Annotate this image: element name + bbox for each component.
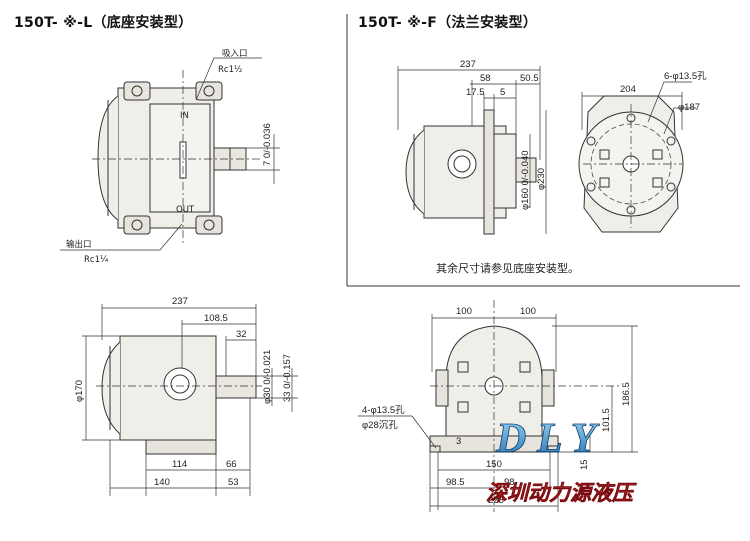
- brand-watermark: D L Y: [495, 416, 600, 462]
- dim-foot-140: 140: [154, 477, 170, 488]
- dim-flange-width-204: 204: [620, 84, 636, 95]
- dim-flange-50-5: 50.5: [520, 73, 539, 84]
- company-watermark: 深圳动力源液压: [486, 480, 637, 505]
- dim-half-width-right: 100: [520, 306, 536, 317]
- dim-98-hidden: 98: [504, 477, 515, 488]
- inlet-thread-label: Rc1½: [218, 65, 242, 75]
- dim-flange-17-5: 17.5: [466, 87, 485, 98]
- section-frame: [346, 14, 740, 287]
- inlet-label: 吸入口: [222, 49, 248, 59]
- outlet-thread-label: Rc1¼: [84, 255, 108, 265]
- dim-side-108-5: 108.5: [204, 313, 228, 324]
- foot-holes-label: 4-φ13.5孔: [362, 405, 405, 416]
- dim-foot-114: 114: [172, 459, 187, 470]
- foot-mount-title: 150T- ※-L（底座安装型）: [14, 15, 193, 31]
- reference-note: 其余尺寸请参见底座安装型。: [436, 262, 579, 275]
- dim-base-thickness: 15: [579, 459, 590, 470]
- dim-shaft-key-33: 33 0/-0.157: [282, 354, 293, 402]
- in-mark: IN: [180, 111, 189, 121]
- dim-shaft-diameter: φ30 0/-0.021: [262, 350, 273, 404]
- dim-body-diameter-170: φ170: [74, 380, 85, 402]
- flange-front-view: [578, 81, 696, 233]
- dim-side-237: 237: [172, 296, 188, 307]
- dim-pilot-diameter: φ160 0/-0.040: [520, 150, 531, 210]
- counterbore-label: φ28沉孔: [362, 420, 398, 431]
- dim-side-32: 32: [236, 329, 247, 340]
- flange-mount-title: 150T- ※-F（法兰安装型）: [358, 15, 538, 31]
- flange-holes-label: 6-φ13.5孔: [664, 71, 707, 82]
- dim-foot-53: 53: [228, 477, 239, 488]
- dim-flange-58: 58: [480, 73, 491, 84]
- shaft-key-tolerance: 7 0/-0.036: [262, 123, 273, 166]
- dim-total-height: 186.5: [621, 382, 632, 406]
- outlet-label: 输出口: [66, 239, 92, 250]
- foot-mount-top-view: [60, 57, 280, 251]
- dim-flange-diameter: φ230: [536, 168, 547, 190]
- out-mark: OUT: [176, 205, 195, 215]
- flange-pcd-label: φ187: [678, 102, 700, 113]
- dim-total-width: 225: [488, 495, 504, 506]
- dim-half-width-left: 100: [456, 306, 472, 317]
- dim-foot-66: 66: [226, 459, 237, 470]
- foot-mount-side-view: [82, 304, 298, 496]
- dim-slot-3: 3: [456, 436, 461, 447]
- dim-center-height: 101.5: [601, 408, 612, 432]
- flange-side-view: [397, 66, 547, 235]
- dim-hole-span: 150: [486, 459, 502, 470]
- dim-98-5: 98.5: [446, 477, 465, 488]
- dim-flange-5: 5: [500, 87, 505, 98]
- dim-flange-237: 237: [460, 59, 476, 70]
- foot-mount-front-view: [358, 300, 638, 512]
